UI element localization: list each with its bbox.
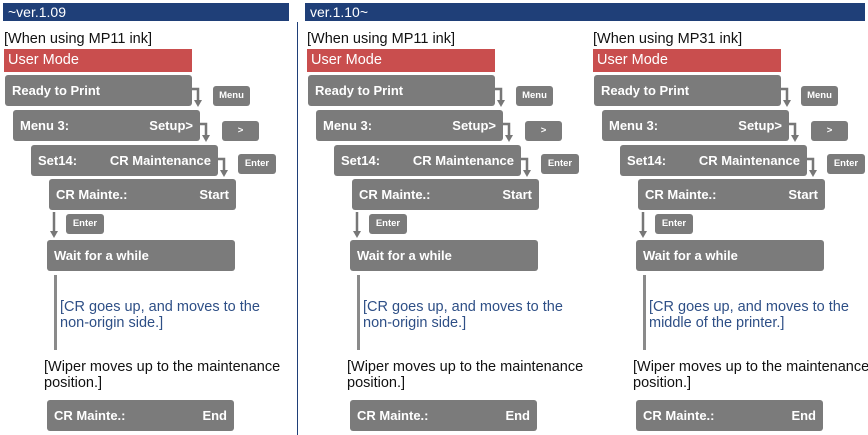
screen-text: Wait for a while [54,248,149,263]
screen-text-right: Setup> [452,118,496,133]
screen-ready-to-print: Ready to Print [594,75,781,106]
screen-text-right: CR Maintenance [412,153,514,168]
screen-menu-setup: Menu 3: Setup> [316,110,503,141]
screen-text-right: Start [199,187,229,202]
screen-text-left: Menu 3: [609,118,659,133]
cr-movement-note: [CR goes up, and moves to the middle of … [649,299,849,331]
right-key-button[interactable]: > [525,121,562,141]
screen-cr-mainte-start: CR Mainte.: Start [49,179,236,210]
arrow-down-icon [353,212,361,238]
arrow-down-icon [521,157,531,177]
user-mode-label: User Mode [307,49,495,72]
cr-movement-note: [CR goes up, and moves to the non-origin… [363,299,563,331]
arrow-down-icon [495,87,505,107]
arrow-down-icon [639,212,647,238]
screen-text-left: Set14: [38,153,78,168]
menu-key-button[interactable]: Menu [213,86,250,106]
user-mode-label: User Mode [593,49,781,72]
menu-key-button[interactable]: Menu [801,86,838,106]
arrow-down-icon [50,212,58,238]
right-key-button[interactable]: > [811,121,848,141]
ink-condition: [When using MP11 ink] [307,31,456,47]
screen-text-right: Start [502,187,532,202]
enter-key-button[interactable]: Enter [827,154,865,174]
header-right-version: ver.1.10~ [305,3,865,21]
screen-ready-to-print: Ready to Print [5,75,192,106]
screen-text-left: CR Mainte.: [643,408,715,423]
wiper-note: [Wiper moves up to the maintenance posit… [347,359,584,391]
arrow-down-icon [192,87,202,107]
screen-wait: Wait for a while [636,240,824,271]
screen-text-right: End [202,408,227,423]
screen-text-left: CR Mainte.: [645,187,717,202]
arrow-down-icon [781,87,791,107]
screen-cr-mainte-end: CR Mainte.: End [47,400,234,431]
screen-text-left: Menu 3: [323,118,373,133]
screen-text-left: Set14: [341,153,381,168]
screen-cr-mainte-start: CR Mainte.: Start [638,179,825,210]
arrow-down-icon [218,157,228,177]
screen-ready-to-print: Ready to Print [308,75,495,106]
screen-menu-setup: Menu 3: Setup> [602,110,789,141]
screen-text-right: End [505,408,530,423]
screen-wait: Wait for a while [350,240,538,271]
screen-cr-mainte-end: CR Mainte.: End [350,400,537,431]
screen-text-right: CR Maintenance [109,153,211,168]
screen-text: Wait for a while [643,248,738,263]
screen-text: Ready to Print [315,83,404,98]
wiper-note: [Wiper moves up to the maintenance posit… [44,359,281,391]
screen-text-left: CR Mainte.: [359,187,431,202]
arrow-down-icon [807,157,817,177]
screen-cr-mainte-end: CR Mainte.: End [636,400,823,431]
process-line [357,275,360,350]
screen-text-right: Start [788,187,818,202]
screen-text-left: Menu 3: [20,118,70,133]
column-separator [297,22,298,435]
enter-key-button[interactable]: Enter [655,214,693,234]
screen-text: Wait for a while [357,248,452,263]
screen-text-right: CR Maintenance [698,153,800,168]
process-line [54,275,57,350]
right-key-button[interactable]: > [222,121,259,141]
screen-text-right: Setup> [738,118,782,133]
screen-cr-mainte-start: CR Mainte.: Start [352,179,539,210]
arrow-down-icon [789,122,799,142]
screen-text-right: Setup> [149,118,193,133]
user-mode-label: User Mode [4,49,192,72]
procedure-column-2: [When using MP11 ink] User Mode Ready to… [307,0,597,435]
ink-condition: [When using MP11 ink] [4,31,153,47]
ink-condition: [When using MP31 ink] [593,31,743,47]
screen-menu-setup: Menu 3: Setup> [13,110,200,141]
menu-key-button[interactable]: Menu [516,86,553,106]
screen-text-left: CR Mainte.: [357,408,429,423]
screen-wait: Wait for a while [47,240,235,271]
screen-text-right: End [791,408,816,423]
cr-movement-note: [CR goes up, and moves to the non-origin… [60,299,260,331]
screen-text-left: CR Mainte.: [56,187,128,202]
arrow-down-icon [200,122,210,142]
enter-key-button[interactable]: Enter [369,214,407,234]
enter-key-button[interactable]: Enter [238,154,276,174]
screen-set14-cr-maintenance: Set14: CR Maintenance [31,145,218,176]
header-left-version: ~ver.1.09 [3,3,289,21]
screen-text: Ready to Print [601,83,690,98]
enter-key-button[interactable]: Enter [66,214,104,234]
screen-text-left: Set14: [627,153,667,168]
wiper-note: [Wiper moves up to the maintenance posit… [633,359,868,391]
procedure-column-1: [When using MP11 ink] User Mode Ready to… [4,0,294,435]
screen-set14-cr-maintenance: Set14: CR Maintenance [620,145,807,176]
screen-set14-cr-maintenance: Set14: CR Maintenance [334,145,521,176]
process-line [643,275,646,350]
enter-key-button[interactable]: Enter [541,154,579,174]
screen-text-left: CR Mainte.: [54,408,126,423]
procedure-column-3: [When using MP31 ink] User Mode Ready to… [593,0,868,435]
screen-text: Ready to Print [12,83,101,98]
arrow-down-icon [503,122,513,142]
